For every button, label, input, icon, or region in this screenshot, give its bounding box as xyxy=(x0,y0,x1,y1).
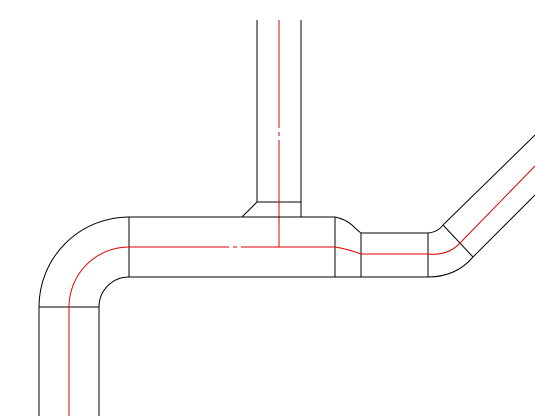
branch-collar xyxy=(241,201,302,218)
reducer-transition xyxy=(334,216,362,277)
narrow-straight-duct xyxy=(335,232,429,278)
vertical-drop-duct xyxy=(38,307,100,416)
vertical-branch-duct xyxy=(256,20,302,247)
diagonal-elbow xyxy=(427,224,474,278)
diagonal-duct xyxy=(442,134,535,258)
main-straight-duct xyxy=(128,216,336,278)
main-elbow-90 xyxy=(38,216,130,308)
